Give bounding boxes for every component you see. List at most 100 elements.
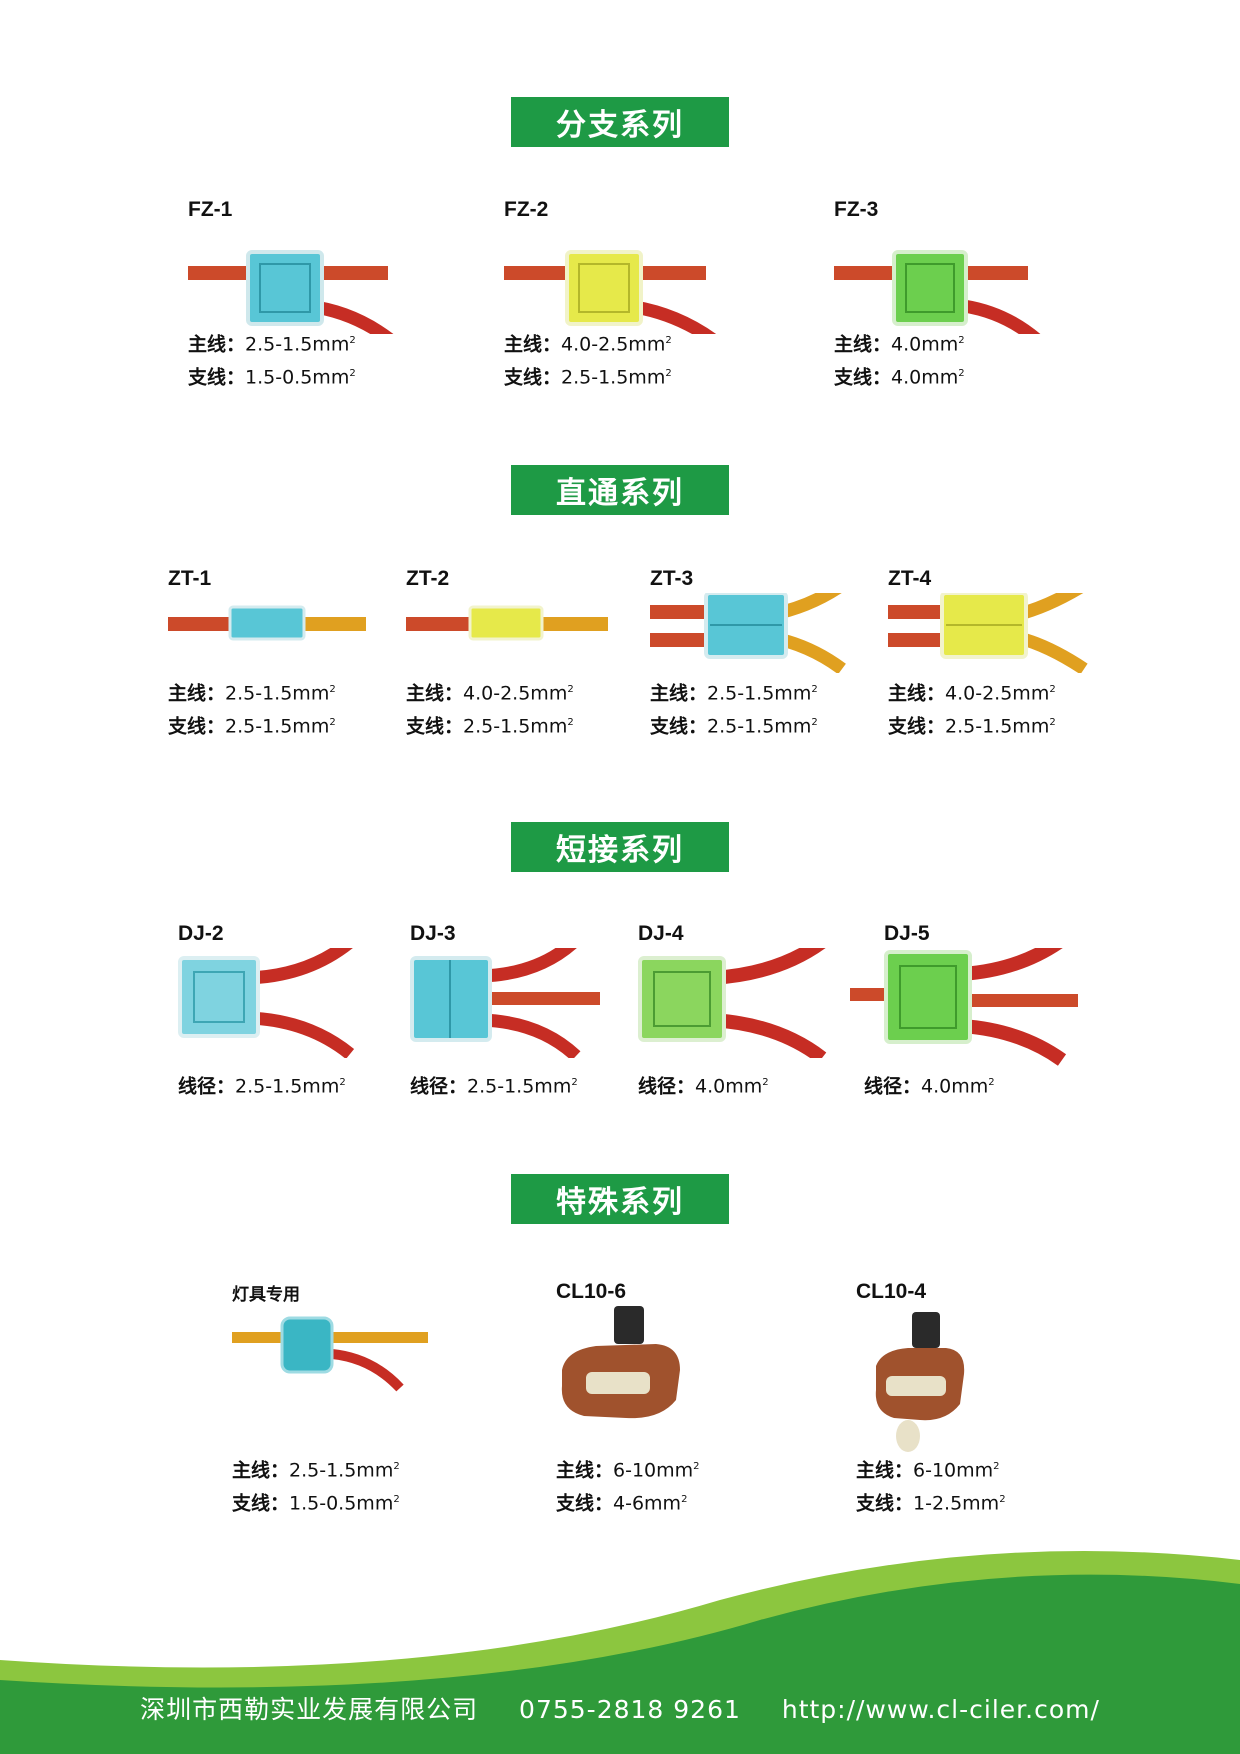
product-lamp: 灯具专用 主线：2.5-1.5mm2 支线：1.5-0.5mm2 [232, 1280, 452, 1515]
spec-value: 2.5-1.5mm [289, 1459, 394, 1482]
model-label: FZ-1 [188, 198, 233, 221]
unit-sup: 2 [571, 1077, 578, 1088]
unit-sup: 2 [393, 1461, 400, 1472]
straight-connector-icon [406, 605, 608, 641]
spec-value: 2.5-1.5mm [245, 333, 350, 356]
spec-value: 1-2.5mm [913, 1492, 1000, 1515]
unit-sup: 2 [339, 1077, 346, 1088]
unit-sup: 2 [999, 1494, 1006, 1506]
spec-block: 主线：4.0-2.5mm2 支线：2.5-1.5mm2 [504, 326, 672, 393]
short-connector-icon [638, 948, 827, 1058]
unit-sup: 2 [958, 335, 965, 346]
spec-block: 主线：2.5-1.5mm2 支线：1.5-0.5mm2 [232, 1452, 400, 1519]
spec-key: 线径： [864, 1075, 922, 1098]
spec-key: 支线： [856, 1492, 914, 1515]
model-label: 灯具专用 [232, 1285, 300, 1304]
short-connector-icon [178, 948, 355, 1058]
lamp-connector-icon [232, 1316, 428, 1392]
section-title-branch: 分支系列 [511, 97, 729, 147]
straight-connector-icon [650, 593, 846, 673]
spec-key: 线径： [410, 1075, 468, 1098]
spec-value: 4.0mm [891, 333, 959, 356]
spec-value: 4.0-2.5mm [945, 682, 1050, 705]
spec-block: 主线：4.0-2.5mm2 支线：2.5-1.5mm2 [406, 675, 574, 742]
spec-block: 主线：4.0-2.5mm2 支线：2.5-1.5mm2 [888, 675, 1056, 742]
unit-sup: 2 [681, 1494, 688, 1506]
product-zt-3: ZT-3 主线：2.5-1.5mm2 支线：2.5-1.5mm2 [650, 567, 860, 747]
straight-connector-icon [168, 605, 366, 641]
spec-value: 2.5-1.5mm [561, 366, 666, 389]
spec-key: 线径： [638, 1075, 696, 1098]
model-label: FZ-2 [504, 198, 549, 221]
piercing-connector-icon [875, 1312, 965, 1452]
model-label: DJ-4 [638, 922, 684, 945]
product-dj-5: DJ-5 线径：4.0mm2 [850, 922, 1080, 1102]
short-connector-icon [410, 948, 600, 1058]
spec-key: 支线： [232, 1492, 290, 1515]
spec-value: 2.5-1.5mm [225, 715, 330, 738]
unit-sup: 2 [958, 368, 965, 380]
product-fz-1: FZ-1 主线：2.5-1.5mm2 支线：1.5-0.5mm2 [188, 198, 408, 398]
section-title-straight: 直通系列 [511, 465, 729, 515]
spec-key: 线径： [178, 1075, 236, 1098]
spec-block: 线径：2.5-1.5mm2 [410, 1068, 578, 1101]
phone-number: 0755-2818 9261 [519, 1695, 741, 1724]
spec-value: 6-10mm [913, 1459, 994, 1482]
spec-key: 主线： [406, 682, 464, 705]
product-fz-2: FZ-2 主线：4.0-2.5mm2 支线：2.5-1.5mm2 [504, 198, 734, 398]
model-label: CL10-4 [856, 1280, 927, 1303]
unit-sup: 2 [349, 368, 356, 380]
website-link[interactable]: http://www.cl-ciler.com/ [781, 1695, 1100, 1724]
product-zt-1: ZT-1 主线：2.5-1.5mm2 支线：2.5-1.5mm2 [168, 567, 378, 747]
short-connector-icon [850, 948, 1078, 1066]
company-name: 深圳市西勒实业发展有限公司 [140, 1695, 479, 1724]
spec-key: 主线： [504, 333, 562, 356]
spec-block: 主线：2.5-1.5mm2 支线：1.5-0.5mm2 [188, 326, 356, 393]
unit-sup: 2 [665, 368, 672, 380]
spec-value: 2.5-1.5mm [707, 715, 812, 738]
piercing-connector-icon [561, 1306, 680, 1419]
spec-key: 主线： [856, 1459, 914, 1482]
spec-block: 主线：2.5-1.5mm2 支线：2.5-1.5mm2 [650, 675, 818, 742]
unit-sup: 2 [349, 335, 356, 346]
spec-key: 主线： [888, 682, 946, 705]
spec-key: 支线： [834, 366, 892, 389]
product-fz-3: FZ-3 主线：4.0mm2 支线：4.0mm2 [834, 198, 1064, 398]
spec-key: 支线： [188, 366, 246, 389]
unit-sup: 2 [393, 1494, 400, 1506]
product-dj-4: DJ-4 线径：4.0mm2 [638, 922, 838, 1102]
spec-key: 主线： [232, 1459, 290, 1482]
spec-value: 4.0-2.5mm [561, 333, 666, 356]
unit-sup: 2 [329, 684, 336, 695]
product-cl10-6: CL10-6 主线：6-10mm2 支线：4-6mm2 [556, 1280, 776, 1515]
spec-key: 主线： [834, 333, 892, 356]
spec-value: 2.5-1.5mm [707, 682, 812, 705]
unit-sup: 2 [762, 1077, 769, 1088]
unit-sup: 2 [811, 684, 818, 695]
spec-key: 支线： [406, 715, 464, 738]
spec-block: 主线：2.5-1.5mm2 支线：2.5-1.5mm2 [168, 675, 336, 742]
spec-key: 支线： [504, 366, 562, 389]
spec-block: 主线：6-10mm2 支线：1-2.5mm2 [856, 1452, 1006, 1519]
spec-value: 6-10mm [613, 1459, 694, 1482]
spec-value: 1.5-0.5mm [289, 1492, 394, 1515]
spec-key: 支线： [168, 715, 226, 738]
unit-sup: 2 [993, 1461, 1000, 1472]
model-label: ZT-2 [406, 567, 450, 590]
spec-block: 主线：6-10mm2 支线：4-6mm2 [556, 1452, 700, 1519]
spec-key: 支线： [888, 715, 946, 738]
spec-key: 主线： [556, 1459, 614, 1482]
spec-value: 4.0mm [891, 366, 959, 389]
spec-key: 主线： [188, 333, 246, 356]
branch-connector-icon [188, 250, 394, 334]
spec-block: 线径：4.0mm2 [864, 1068, 995, 1101]
spec-value: 4.0-2.5mm [463, 682, 568, 705]
spec-value: 1.5-0.5mm [245, 366, 350, 389]
model-label: DJ-5 [884, 922, 930, 945]
model-label: CL10-6 [556, 1280, 627, 1303]
product-zt-2: ZT-2 主线：4.0-2.5mm2 支线：2.5-1.5mm2 [406, 567, 616, 747]
unit-sup: 2 [665, 335, 672, 346]
spec-key: 主线： [168, 682, 226, 705]
section-title-special: 特殊系列 [511, 1174, 729, 1224]
unit-sup: 2 [1049, 717, 1056, 729]
